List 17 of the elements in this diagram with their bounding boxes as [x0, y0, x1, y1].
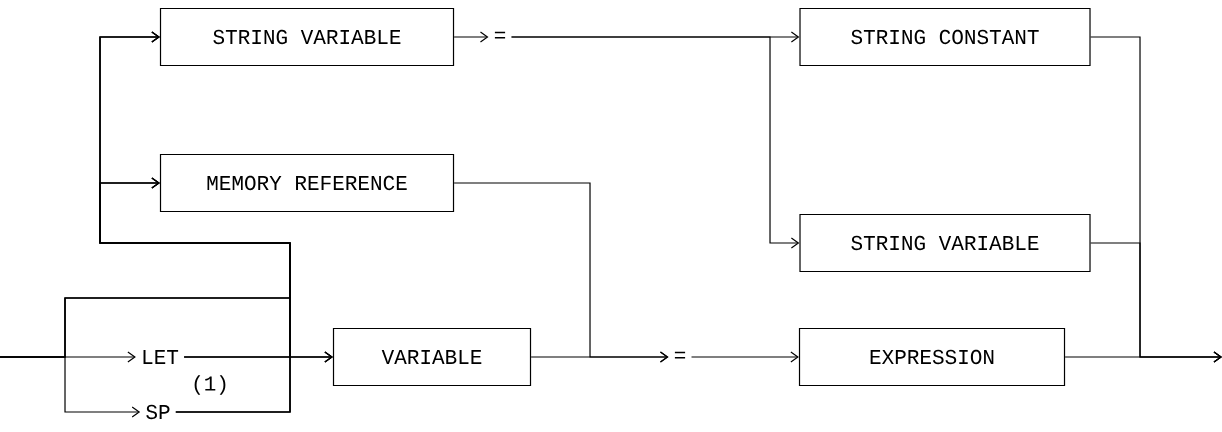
arrow [99, 177, 291, 413]
syntax-box: STRING VARIABLE [799, 213, 1091, 273]
syntax-box: STRING VARIABLE [159, 7, 455, 67]
footnote-mark: (1) [194, 375, 226, 395]
syntax-box: VARIABLE [332, 327, 532, 387]
arrow [1064, 351, 1222, 363]
arrow [690, 351, 799, 363]
keyword-text: LET [143, 350, 179, 364]
syntax-box: MEMORY REFERENCE [159, 153, 455, 213]
arrow [453, 31, 489, 43]
arrow [510, 36, 800, 249]
syntax-box: EXPRESSION [798, 327, 1066, 387]
arrow [530, 351, 669, 363]
keyword-text: = [494, 31, 506, 39]
syntax-box: STRING CONSTANT [799, 7, 1091, 67]
keyword-text: SP [146, 404, 170, 420]
keyword-text: = [674, 351, 686, 359]
